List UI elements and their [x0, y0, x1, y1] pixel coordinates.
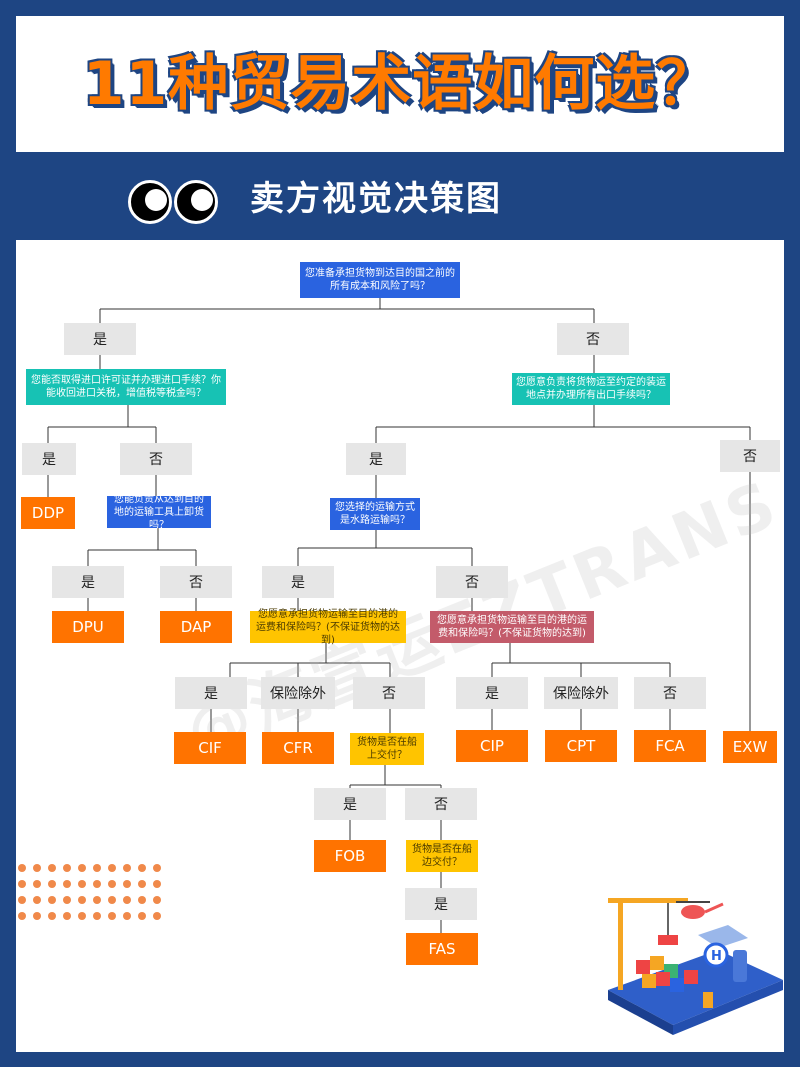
answer-yes: 是 — [456, 677, 528, 709]
dot-decoration — [123, 912, 131, 920]
dot-decoration — [78, 896, 86, 904]
dot-decoration — [63, 864, 71, 872]
answer-insurance-excluded: 保险除外 — [261, 677, 335, 709]
dot-decoration — [48, 912, 56, 920]
question-unload: 您能负责从达到目的地的运输工具上卸货吗？ — [107, 494, 211, 531]
term-exw: EXW — [723, 731, 777, 763]
dot-decoration — [48, 880, 56, 888]
question-onboard: 货物是否在船上交付？ — [350, 733, 424, 765]
dot-decoration — [93, 896, 101, 904]
answer-no: 否 — [720, 440, 780, 472]
dot-decoration — [33, 896, 41, 904]
term-fas: FAS — [406, 933, 478, 965]
answer-no: 否 — [405, 788, 477, 820]
answer-no: 否 — [557, 323, 629, 355]
dot-decoration — [48, 864, 56, 872]
question-water-insurance: 您愿意承担货物运输至目的港的运费和保险吗？(不保证货物的达到) — [250, 609, 406, 646]
dot-decoration — [138, 880, 146, 888]
dot-decoration — [78, 880, 86, 888]
question-import: 您能否取得进口许可证并办理进口手续？你能收回进口关税，增值税等税金吗？ — [26, 369, 226, 405]
dot-decoration — [48, 896, 56, 904]
eye-right-icon — [174, 180, 218, 224]
answer-yes: 是 — [405, 888, 477, 920]
dot-decoration — [18, 912, 26, 920]
dot-decoration — [153, 912, 161, 920]
question-export: 您愿意负责将货物运至约定的装运地点并办理所有出口手续吗？ — [512, 373, 670, 405]
answer-no: 否 — [436, 566, 508, 598]
question-root: 您准备承担货物到达目的国之前的所有成本和风险了吗？ — [300, 262, 460, 298]
dot-decoration — [18, 896, 26, 904]
svg-text:H: H — [711, 949, 722, 964]
dot-decoration — [123, 864, 131, 872]
term-cfr: CFR — [262, 732, 334, 764]
answer-insurance-excluded: 保险除外 — [544, 677, 618, 709]
term-cpt: CPT — [545, 730, 617, 762]
port-illustration-icon: H — [608, 898, 783, 1035]
answer-no: 否 — [634, 677, 706, 709]
question-water-transport: 您选择的运输方式是水路运输吗？ — [330, 498, 420, 530]
dot-decoration — [153, 864, 161, 872]
dot-decoration — [63, 912, 71, 920]
term-dpu: DPU — [52, 611, 124, 643]
term-ddp: DDP — [21, 497, 75, 529]
dot-decoration — [33, 864, 41, 872]
dot-decoration — [18, 864, 26, 872]
dot-decoration — [63, 896, 71, 904]
dot-decoration — [93, 880, 101, 888]
dot-decoration — [93, 912, 101, 920]
dot-decoration — [78, 912, 86, 920]
answer-no: 否 — [353, 677, 425, 709]
answer-yes: 是 — [52, 566, 124, 598]
answer-yes: 是 — [64, 323, 136, 355]
dot-decoration — [138, 896, 146, 904]
question-other-insurance: 您愿意承担货物运输至目的港的运费和保险吗？(不保证货物的达到) — [430, 611, 594, 643]
dot-decoration — [123, 896, 131, 904]
dot-decoration — [138, 912, 146, 920]
answer-no: 否 — [160, 566, 232, 598]
term-dap: DAP — [160, 611, 232, 643]
term-fca: FCA — [634, 730, 706, 762]
dot-decoration — [153, 880, 161, 888]
dot-decoration — [108, 880, 116, 888]
question-alongside: 货物是否在船边交付？ — [406, 840, 478, 872]
answer-yes: 是 — [22, 443, 76, 475]
answer-yes: 是 — [314, 788, 386, 820]
dot-decoration — [93, 864, 101, 872]
dot-pattern-decoration — [18, 864, 168, 924]
answer-no: 否 — [120, 443, 192, 475]
answer-yes: 是 — [262, 566, 334, 598]
term-cip: CIP — [456, 730, 528, 762]
term-cif: CIF — [174, 732, 246, 764]
dot-decoration — [78, 864, 86, 872]
dot-decoration — [108, 912, 116, 920]
eye-left-icon — [128, 180, 172, 224]
dot-decoration — [63, 880, 71, 888]
dot-decoration — [108, 864, 116, 872]
answer-yes: 是 — [175, 677, 247, 709]
dot-decoration — [108, 896, 116, 904]
page-title: 11种贸易术语如何选？ — [82, 49, 718, 119]
term-fob: FOB — [314, 840, 386, 872]
dot-decoration — [153, 896, 161, 904]
title-bar: 11种贸易术语如何选？ — [16, 16, 784, 152]
dot-decoration — [18, 880, 26, 888]
dot-decoration — [33, 880, 41, 888]
eyes-icon — [128, 180, 220, 228]
dot-decoration — [33, 912, 41, 920]
dot-decoration — [138, 864, 146, 872]
subtitle: 卖方视觉决策图 — [250, 179, 502, 219]
dot-decoration — [123, 880, 131, 888]
answer-yes: 是 — [346, 443, 406, 475]
